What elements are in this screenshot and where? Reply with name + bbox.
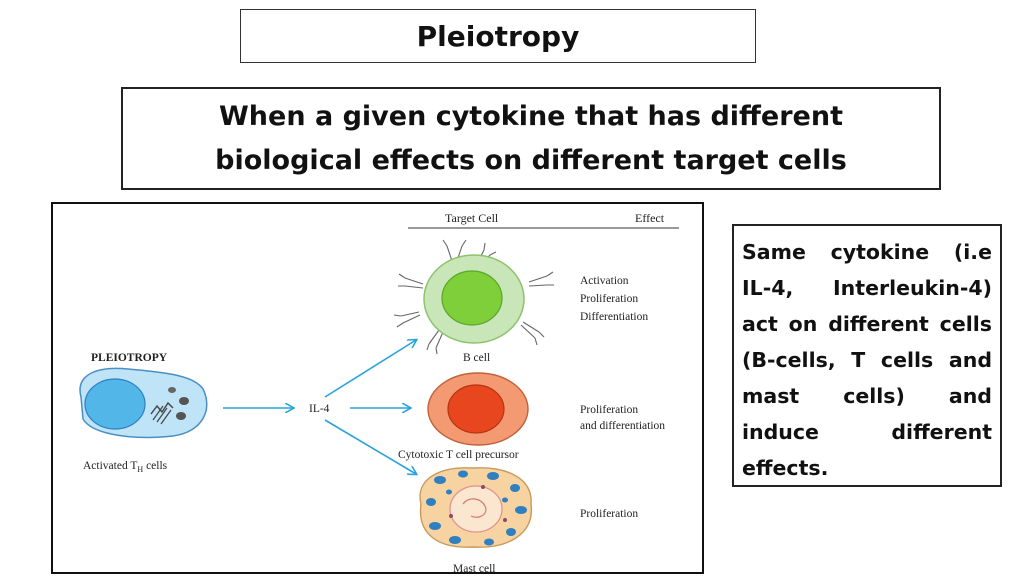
arrow-il4-to-mast-cell <box>324 419 416 474</box>
mast-cell-label: Mast cell <box>453 563 495 574</box>
header-effect: Effect <box>635 211 665 225</box>
mast-cell <box>419 467 532 548</box>
definition-box: When a given cytokine that has different… <box>121 87 941 190</box>
b-cell-effect-2: Proliferation <box>580 293 638 305</box>
cytotoxic-t-cell <box>427 372 529 446</box>
definition-line-1: When a given cytokine that has different <box>219 100 843 132</box>
t-cell-effect-2: and differentiation <box>580 420 665 432</box>
activated-th-cell <box>79 367 208 439</box>
definition-line-2: biological effects on different target c… <box>215 144 847 176</box>
mast-cell-effect-1: Proliferation <box>580 508 638 520</box>
t-cell-label: Cytotoxic T cell precursor <box>398 449 519 461</box>
b-cell-effect-3: Differentiation <box>580 311 648 323</box>
pleiotropy-heading: PLEIOTROPY <box>91 352 168 364</box>
explanation-box: Same cytokine (i.e IL-4, Interleukin-4) … <box>732 224 1002 487</box>
slide-title: Pleiotropy <box>240 9 756 63</box>
b-cell <box>393 239 554 355</box>
pleiotropy-figure: Target Cell Effect PLEIOTROPY Activated … <box>51 202 704 574</box>
header-target-cell: Target Cell <box>445 211 499 225</box>
il4-label: IL-4 <box>309 403 330 415</box>
b-cell-effect-1: Activation <box>580 275 629 287</box>
pleiotropy-diagram: Target Cell Effect PLEIOTROPY Activated … <box>79 211 679 574</box>
t-cell-effect-1: Proliferation <box>580 404 638 416</box>
b-cell-label: B cell <box>463 352 490 364</box>
arrow-il4-to-b-cell <box>324 340 416 398</box>
th-cell-label: Activated TH cells <box>83 460 168 474</box>
